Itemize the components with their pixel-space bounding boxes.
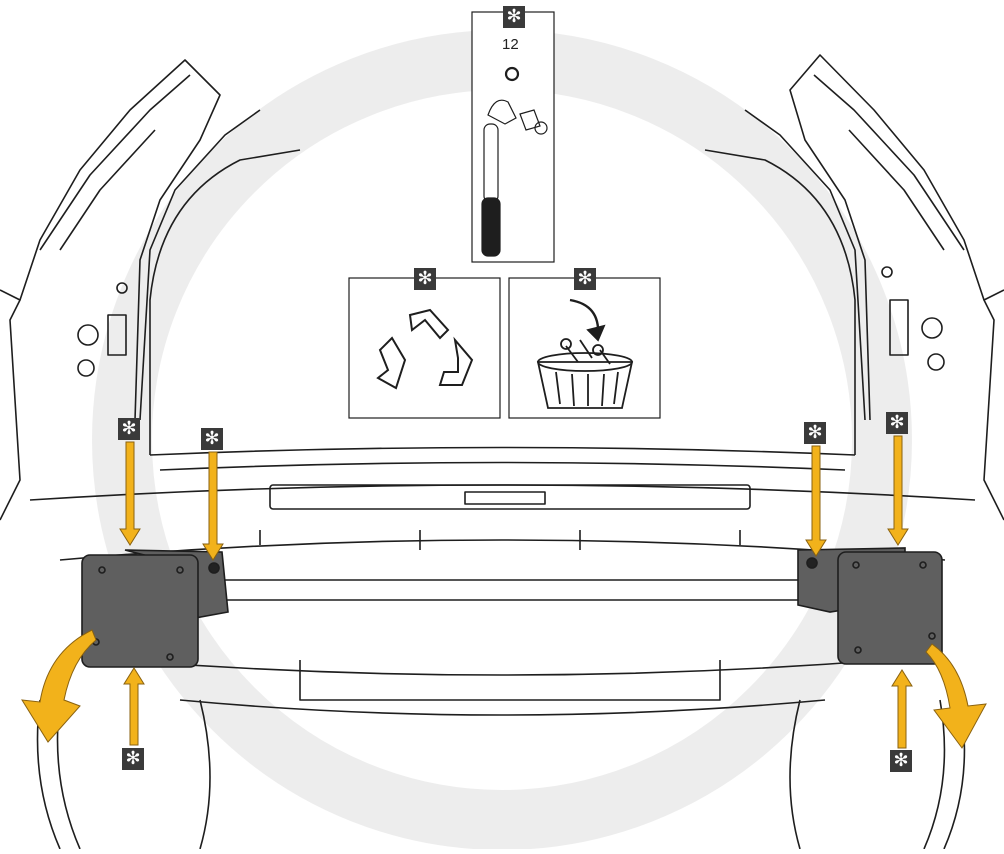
- left-bracket: [81, 549, 229, 668]
- recycle-panel: [348, 277, 501, 419]
- arrow-left-upper-1: [119, 441, 141, 546]
- arrow-right-lower: [891, 669, 913, 749]
- arrow-left-lower: [123, 667, 145, 746]
- marker-left-lower: ✻: [122, 748, 144, 770]
- right-bracket: [797, 547, 943, 665]
- marker-discard: ✻: [574, 268, 596, 290]
- marker-right-upper-2: ✻: [886, 412, 908, 434]
- trash-bin-with-bolts-icon: [536, 298, 634, 409]
- socket-size-label: 12: [502, 36, 519, 53]
- marker-recycle: ✻: [414, 268, 436, 290]
- arrow-right-upper-1: [805, 445, 827, 557]
- arrow-right-upper-2: [887, 435, 909, 546]
- arrow-right-rotate: [925, 643, 987, 749]
- arrow-layer: [21, 435, 987, 749]
- arrow-left-rotate: [21, 629, 97, 743]
- marker-right-lower: ✻: [890, 750, 912, 772]
- arrow-left-upper-2: [202, 451, 224, 561]
- marker-right-upper-1: ✻: [804, 422, 826, 444]
- tool-callout: [471, 11, 555, 263]
- discard-panel: [508, 277, 661, 419]
- vehicle-body: [0, 54, 1004, 850]
- marker-left-upper-1: ✻: [118, 418, 140, 440]
- recycle-icon: [376, 308, 474, 390]
- marker-tool: ✻: [503, 6, 525, 28]
- marker-left-upper-2: ✻: [201, 428, 223, 450]
